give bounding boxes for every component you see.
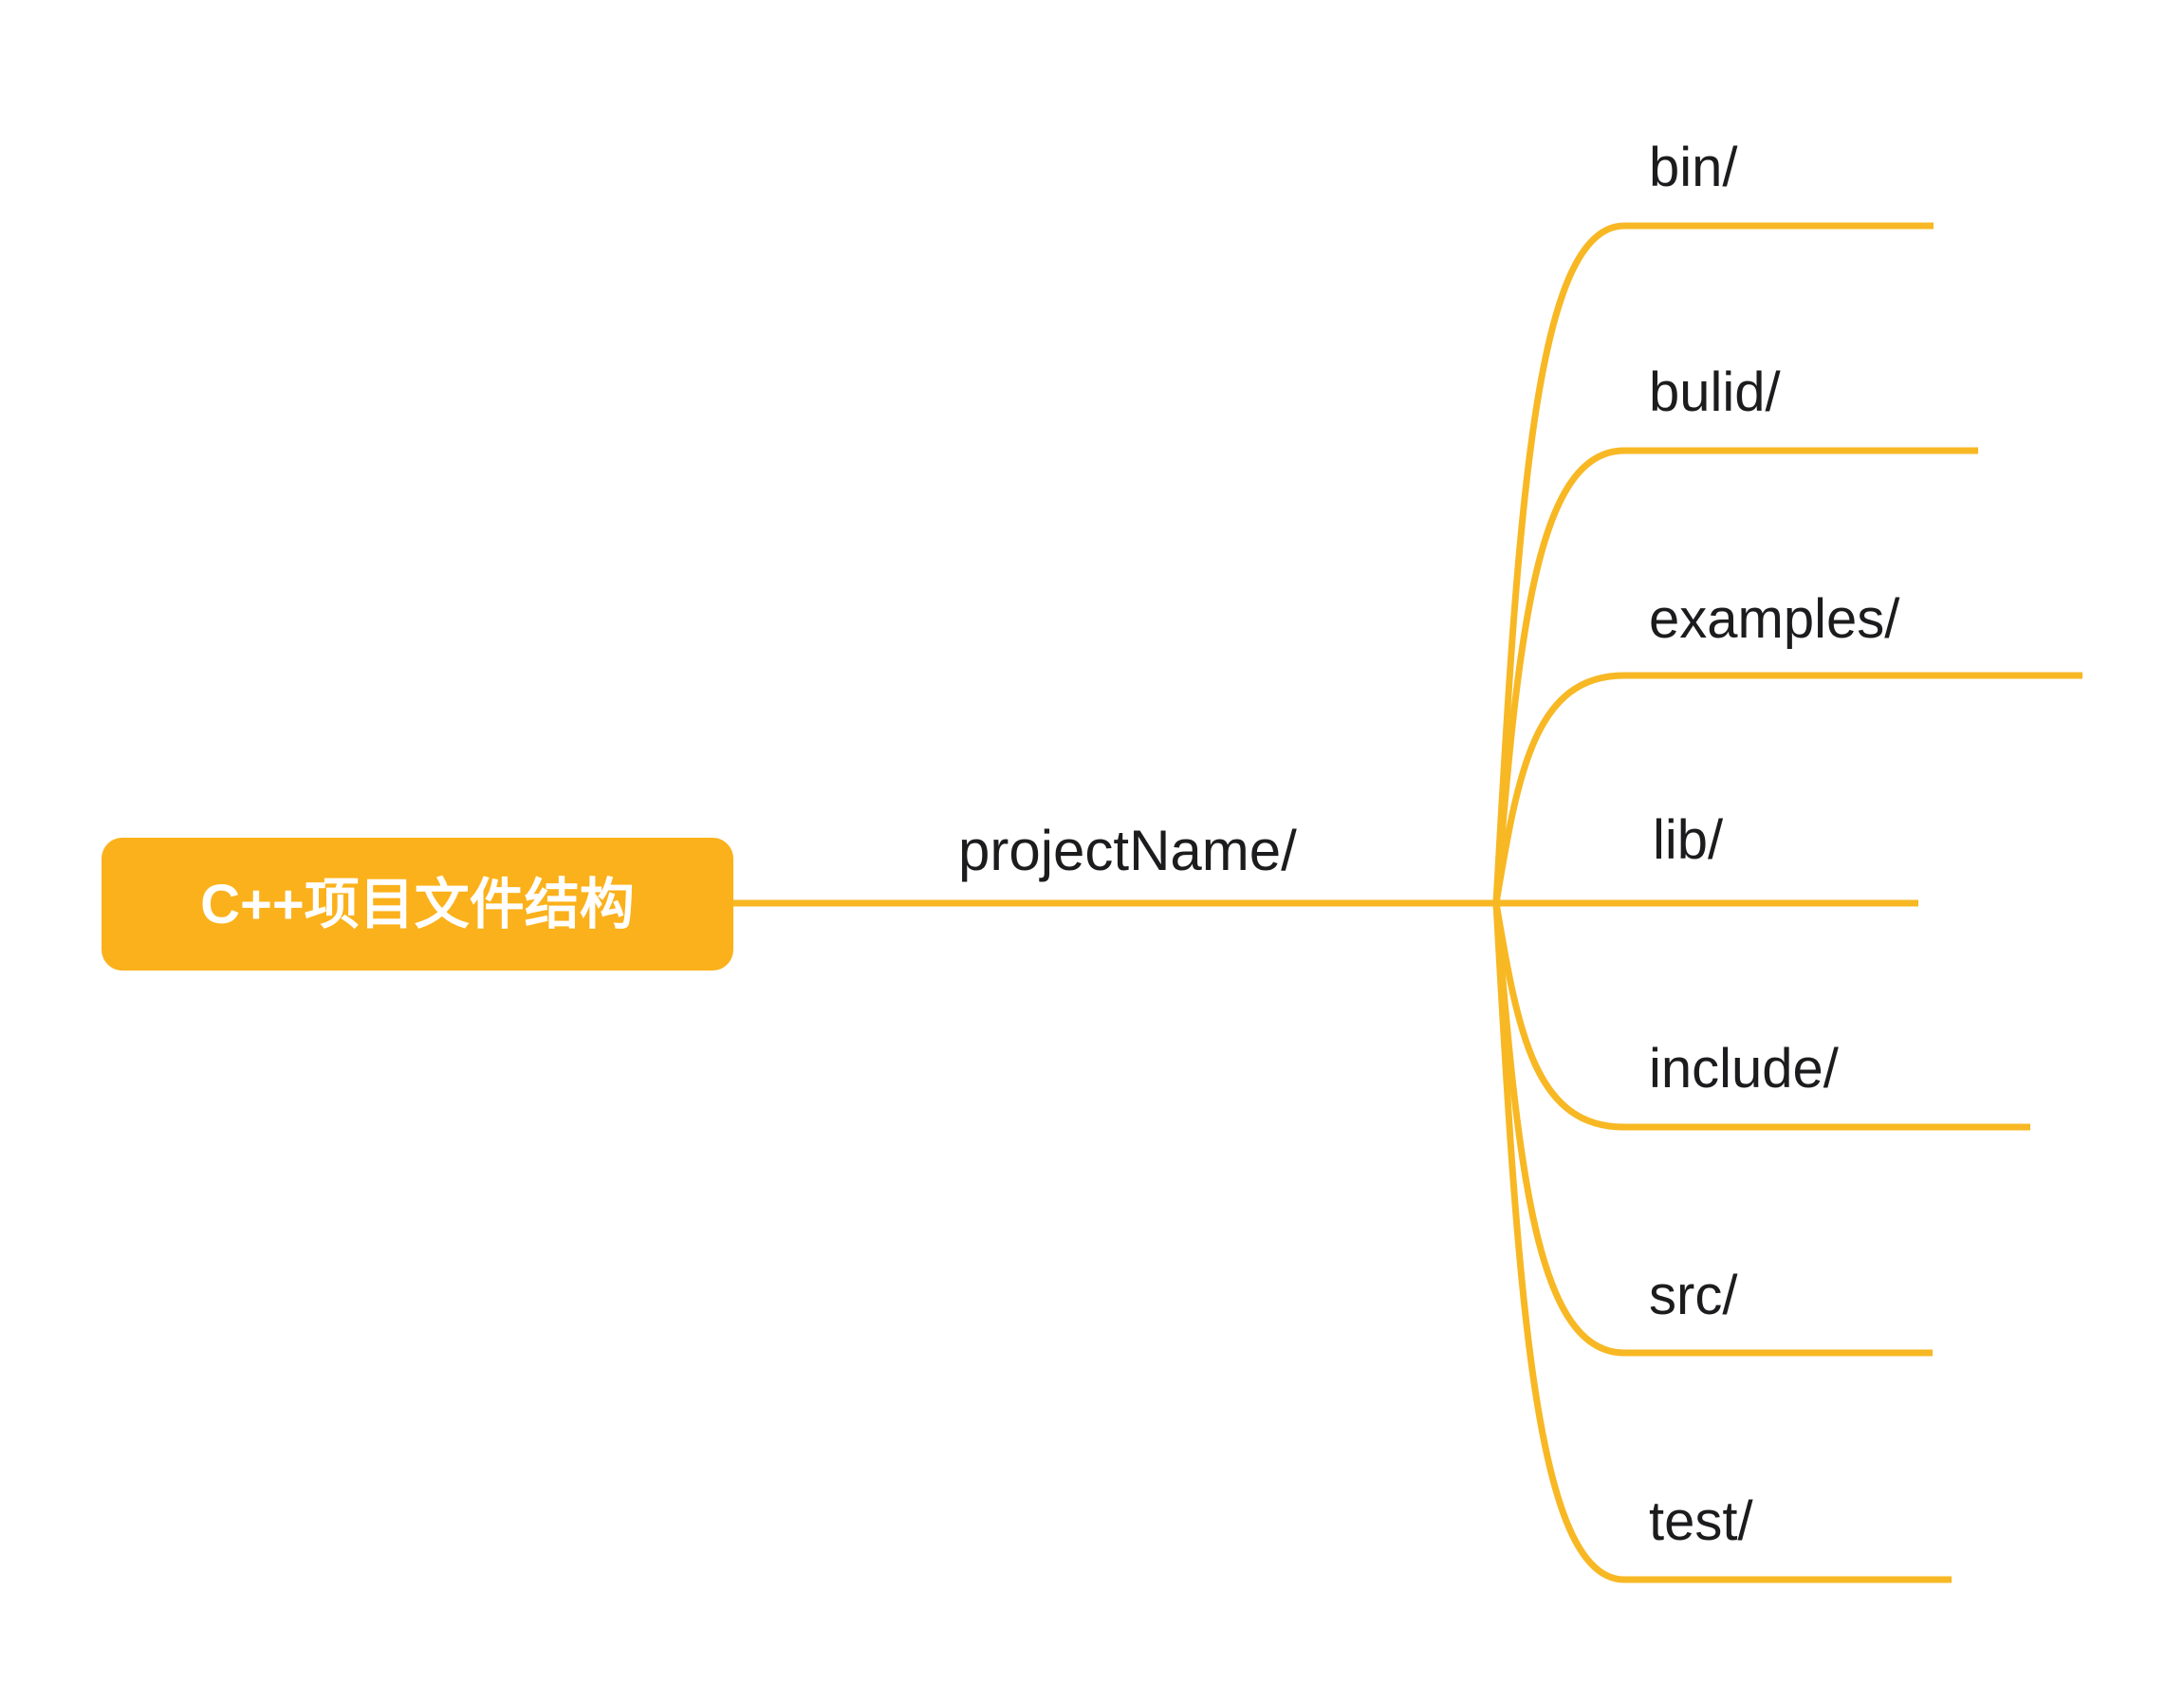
connector-test [1492, 902, 1952, 1583]
connector-examples [1492, 672, 2082, 904]
connector-include [1492, 902, 2030, 1131]
root-topic-box[interactable] [102, 838, 733, 971]
child-topic-label-include[interactable]: include/ [1649, 1038, 1840, 1100]
child-topic-label-test[interactable]: test/ [1649, 1490, 1753, 1552]
branch-topic-label[interactable]: projectName/ [958, 819, 1297, 882]
root-topic[interactable]: C++项目文件结构 [102, 838, 733, 971]
root-topic-label[interactable]: C++项目文件结构 [200, 874, 635, 935]
child-topic-label-bulid[interactable]: bulid/ [1649, 361, 1782, 423]
child-topic-label-lib[interactable]: lib/ [1653, 809, 1724, 871]
child-topic-label-examples[interactable]: examples/ [1649, 588, 1900, 650]
connector-bulid [1492, 447, 1978, 904]
connector-bin [1492, 222, 1934, 904]
branch-projectname: projectName/ [733, 819, 1496, 907]
child-branches: bin/ bulid/ examples/ lib/ include/ src/… [1492, 137, 2082, 1583]
child-topic-label-bin[interactable]: bin/ [1649, 137, 1738, 198]
child-topic-label-src[interactable]: src/ [1649, 1265, 1738, 1326]
